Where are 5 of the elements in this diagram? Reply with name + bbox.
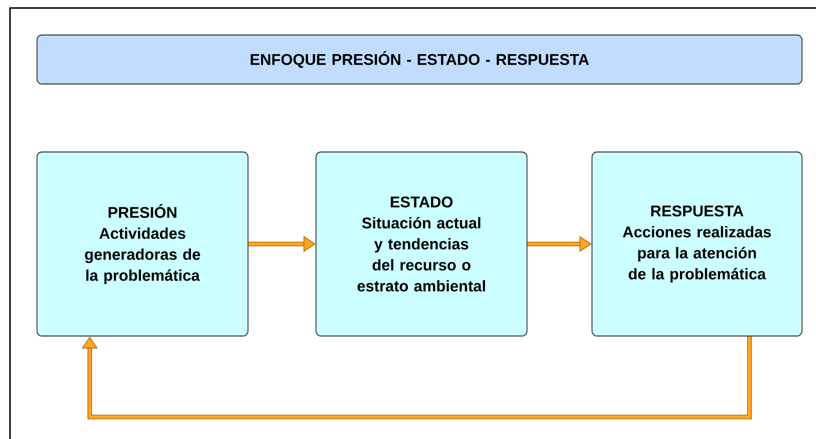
title-band: ENFOQUE PRESIÓN - ESTADO - RESPUESTA: [36, 34, 802, 84]
process-box: ESTADO Situación actual y tendencias del recurso o estrato ambiental: [316, 152, 528, 336]
process-box: PRESIÓN Actividades generadoras de la problemática: [36, 152, 248, 336]
process-box: RESPUESTA Acciones realizadas para la atención de la problemática: [592, 152, 802, 336]
arrow: [82, 336, 752, 420]
